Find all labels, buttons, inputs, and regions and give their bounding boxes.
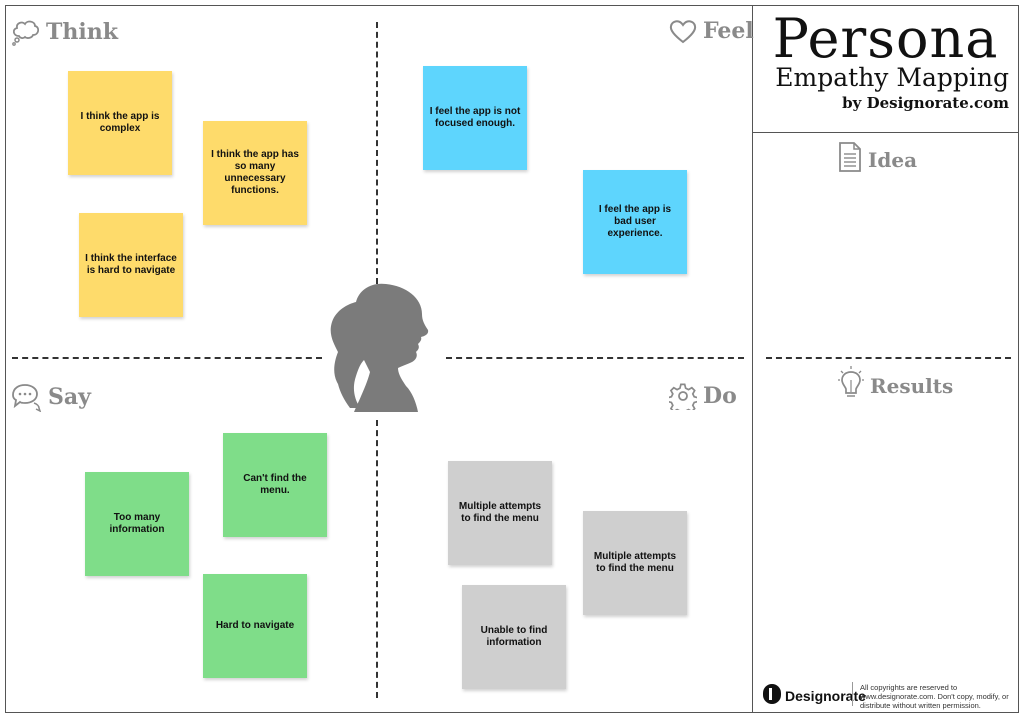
logo-text: Designorate xyxy=(785,687,866,704)
thought-bubble-icon xyxy=(10,18,40,46)
divider-vertical-bottom xyxy=(376,420,378,698)
sticky-note-think[interactable]: I think the app has so many unnecessary … xyxy=(203,121,307,225)
divider-horizontal-left xyxy=(12,357,322,359)
copyright-notice: All copyrights are reserved to www.desig… xyxy=(860,683,1009,710)
quadrant-title-do: Do xyxy=(703,383,737,409)
section-title-results: Results xyxy=(870,373,954,398)
sticky-note-think[interactable]: I think the app is complex xyxy=(68,71,172,175)
lightbulb-icon xyxy=(838,366,864,405)
footer-separator xyxy=(852,682,853,706)
quadrant-label-think: Think xyxy=(10,18,118,46)
divider-vertical-top xyxy=(376,22,378,284)
sticky-note-think[interactable]: I think the interface is hard to navigat… xyxy=(79,213,183,317)
section-label-results: Results xyxy=(838,366,953,405)
speech-bubbles-icon xyxy=(10,382,42,412)
quadrant-label-do: Do xyxy=(669,382,737,410)
persona-silhouette xyxy=(326,280,436,414)
section-label-idea: Idea xyxy=(838,141,917,178)
quadrant-title-say: Say xyxy=(48,384,91,410)
sticky-note-do[interactable]: Multiple attempts to find the menu xyxy=(583,511,687,615)
designorate-logo-icon xyxy=(763,684,781,707)
sticky-note-do[interactable]: Unable to find information xyxy=(462,585,566,689)
page-title: Persona xyxy=(772,7,999,70)
sticky-note-say[interactable]: Can't find the menu. xyxy=(223,433,327,537)
sticky-note-say[interactable]: Too many information xyxy=(85,472,189,576)
document-icon xyxy=(838,141,862,178)
divider-horizontal-right xyxy=(446,357,744,359)
page-attribution: by Designorate.com xyxy=(842,94,1009,112)
sticky-note-say[interactable]: Hard to navigate xyxy=(203,574,307,678)
quadrant-label-feel: Feel xyxy=(669,18,754,44)
canvas-frame xyxy=(5,5,1019,713)
divider-horizontal-sidebar xyxy=(766,357,1011,359)
section-title-idea: Idea xyxy=(868,147,918,172)
designorate-logo: Designorate xyxy=(763,684,866,707)
quadrant-label-say: Say xyxy=(10,382,91,412)
gear-icon xyxy=(669,382,697,410)
sticky-note-feel[interactable]: I feel the app is not focused enough. xyxy=(423,66,527,170)
page-subtitle: Empathy Mapping xyxy=(775,63,1009,92)
sidebar-divider xyxy=(752,5,753,713)
heart-icon xyxy=(669,18,697,44)
quadrant-title-think: Think xyxy=(46,19,118,45)
title-block: Persona Empathy Mapping by Designorate.c… xyxy=(752,5,1019,132)
title-divider xyxy=(752,132,1019,133)
sticky-note-do[interactable]: Multiple attempts to find the menu xyxy=(448,461,552,565)
sticky-note-feel[interactable]: I feel the app is bad user experience. xyxy=(583,170,687,274)
quadrant-title-feel: Feel xyxy=(703,18,754,44)
